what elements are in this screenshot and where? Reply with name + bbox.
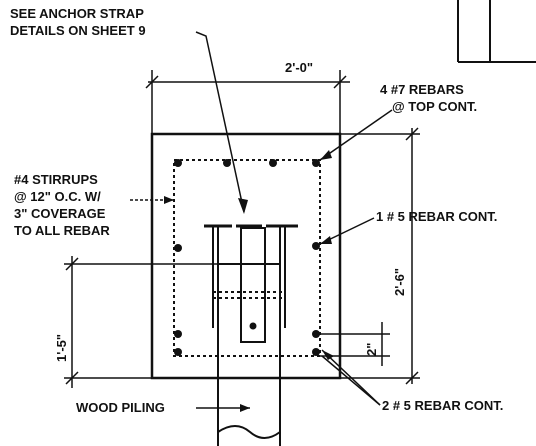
mid-rebar-note: 1 # 5 REBAR CONT. (376, 209, 497, 224)
strap-bolt-hole (249, 322, 257, 330)
rebar-dot (174, 244, 182, 252)
bottom-rebars (174, 330, 320, 356)
rebar-dot (174, 159, 182, 167)
rebar-dot (312, 330, 320, 338)
width-dimension (145, 70, 350, 134)
top-rebars-note-line-2: @ TOP CONT. (392, 99, 477, 114)
rebar-dot (312, 159, 320, 167)
pile-embed-dimension (64, 256, 218, 388)
leader-arrowheads (164, 150, 334, 412)
anchor-straps (204, 224, 298, 343)
concrete-footing-outline (150, 132, 342, 380)
bottom-rebar-note: 2 # 5 REBAR CONT. (382, 398, 503, 413)
top-rebars (174, 159, 320, 167)
cover-dimension (320, 322, 390, 366)
stirrups-note-line-4: TO ALL REBAR (14, 223, 110, 238)
rebar-dot (312, 348, 320, 356)
height-dimension (340, 127, 420, 385)
mid-rebars (174, 242, 320, 252)
stirrup-outline (173, 159, 321, 357)
rebar-dot (174, 348, 182, 356)
top-rebars-note-line-1: 4 #7 REBARS (380, 82, 464, 97)
stirrups-note-line-2: @ 12" O.C. W/ (14, 189, 101, 204)
rebar-dot (223, 159, 231, 167)
width-dimension-label: 2'-0" (285, 60, 313, 75)
adjacent-detail-fragment (457, 0, 536, 63)
cover-dimension-label: 2" (364, 343, 379, 356)
pile-embed-dimension-label: 1'-5" (54, 334, 69, 362)
height-dimension-label: 2'-6" (392, 268, 407, 296)
leader-lines (130, 31, 393, 409)
rebar-dot (312, 242, 320, 250)
anchor-strap-note-line-1: SEE ANCHOR STRAP (10, 6, 144, 21)
stirrups-note-line-3: 3" COVERAGE (14, 206, 106, 221)
rebar-dot (269, 159, 277, 167)
anchor-strap-note-line-2: DETAILS ON SHEET 9 (10, 23, 146, 38)
stirrups-note-line-1: #4 STIRRUPS (14, 172, 98, 187)
wood-piling-note: WOOD PILING (76, 400, 165, 415)
rebar-dot (174, 330, 182, 338)
strap-plate (240, 227, 266, 343)
